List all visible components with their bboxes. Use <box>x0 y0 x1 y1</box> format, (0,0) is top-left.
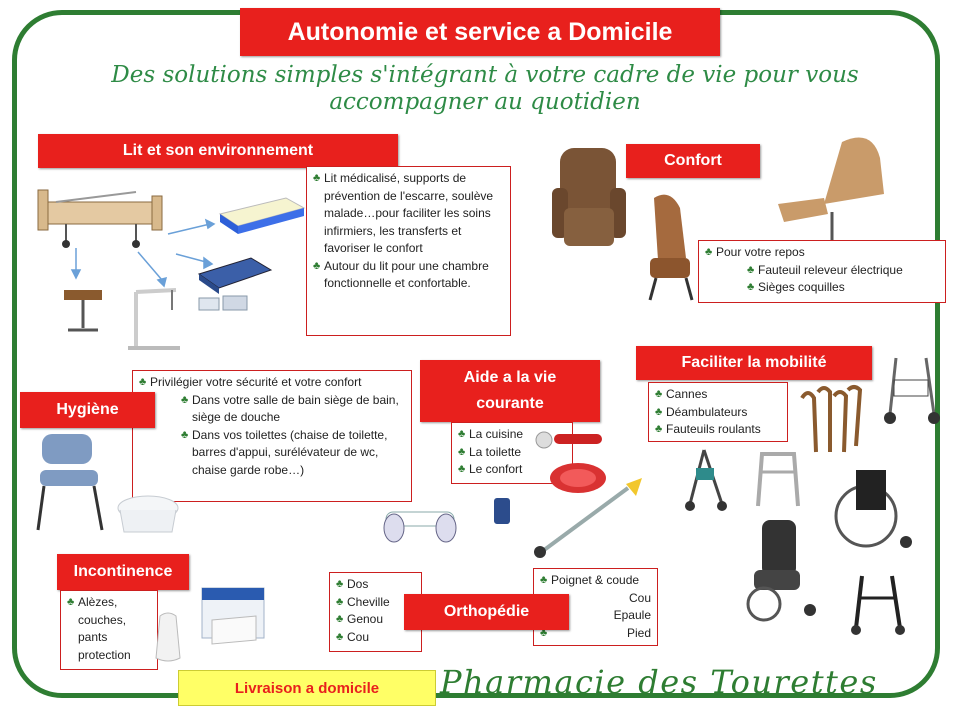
incontinence-package-icon <box>201 587 265 645</box>
list-item: Dans votre salle de bain siège de bain, … <box>181 392 405 427</box>
section-title-confort: Confort <box>626 144 760 178</box>
pharmacy-name: Pharmacie des Tourettes <box>440 663 878 701</box>
section-title-mobilite: Faciliter la mobilité <box>636 346 872 380</box>
walking-frame-icon <box>756 452 800 507</box>
page-title: Autonomie et service a Domicile <box>240 8 720 56</box>
three-wheel-walker-icon <box>685 449 727 511</box>
subtitle-line-1: Des solutions simples s'intégrant à votr… <box>111 62 859 88</box>
lit-description-box: Lit médicalisé, supports de prévention d… <box>306 166 511 336</box>
plate-icon <box>550 463 606 493</box>
list-item: Privilégier votre sécurité et votre conf… <box>139 374 405 392</box>
list-item: Autour du lit pour une chambre fonctionn… <box>313 258 504 293</box>
reclining-shell-chair-icon <box>778 137 884 248</box>
list-item: Fauteuils roulants <box>655 421 781 439</box>
page-subtitle: Des solutions simples s'intégrant à votr… <box>50 62 920 116</box>
list-item: Lit médicalisé, supports de prévention d… <box>313 170 504 258</box>
rolling-walker-icon <box>851 575 905 635</box>
list-item: Fauteuil releveur électrique <box>747 262 939 280</box>
list-item: Déambulateurs <box>655 404 781 422</box>
comfort-wheelchair-icon <box>746 520 816 622</box>
list-item: Pied <box>540 625 651 643</box>
subtitle-line-2: accompagner au quotidien <box>329 89 641 115</box>
shell-chair-icon <box>648 194 694 301</box>
section-title-lit: Lit et son environnement <box>38 134 398 168</box>
list-item: Cheville <box>336 594 415 612</box>
section-title-aide: Aide a la vie courante <box>420 360 600 422</box>
incontinence-pad-icon <box>155 612 181 662</box>
recliner-chair-icon <box>552 148 626 246</box>
arrows-icon <box>70 218 216 288</box>
list-item: Dans vos toilettes (chaise de toilette, … <box>181 427 405 480</box>
list-item: Le confort <box>458 461 566 479</box>
list-item: Sièges coquilles <box>747 279 939 297</box>
patient-lift-icon <box>128 288 180 350</box>
list-item: Dos <box>336 576 415 594</box>
section-title-orthopedie: Orthopédie <box>404 594 569 630</box>
toilet-seat-raiser-icon <box>117 495 179 533</box>
mattress-icon <box>218 197 306 234</box>
section-title-hygiene: Hygiène <box>20 392 155 428</box>
confort-description-box: Pour votre repos Fauteuil releveur élect… <box>698 240 946 303</box>
incontinence-description-box: Alèzes, couches, pants protection <box>60 590 158 670</box>
walking-canes-icon <box>800 385 863 453</box>
aide-title-line-2: courante <box>476 395 544 412</box>
list-item: Cou <box>336 629 415 647</box>
rollator-icon <box>884 357 940 424</box>
section-title-incontinence: Incontinence <box>57 554 189 590</box>
reacher-grabber-icon <box>534 478 642 558</box>
medical-bed-icon <box>37 189 163 248</box>
hygiene-description-box: Privilégier votre sécurité et votre conf… <box>132 370 412 502</box>
list-item: Pour votre repos <box>705 244 939 262</box>
mobilite-description-box: Cannes Déambulateurs Fauteuils roulants <box>648 382 788 442</box>
list-item: Genou <box>336 611 415 629</box>
list-item: La cuisine <box>458 426 566 444</box>
pill-box-icon <box>494 498 510 524</box>
list-item: La toilette <box>458 444 566 462</box>
list-item: Poignet & coude <box>540 572 651 590</box>
list-item: Alèzes, couches, pants protection <box>67 594 151 664</box>
grab-bar-icon <box>383 511 457 543</box>
overbed-table-icon <box>64 290 102 332</box>
commode-chair-icon <box>36 434 104 531</box>
list-item: Cannes <box>655 386 781 404</box>
wheelchair-icon <box>834 470 912 548</box>
anti-decubitus-mattress-icon <box>197 257 273 311</box>
aide-title-line-1: Aide a la vie <box>463 369 557 386</box>
delivery-banner: Livraison a domicile <box>178 670 436 706</box>
cutlery-icon <box>535 431 602 449</box>
